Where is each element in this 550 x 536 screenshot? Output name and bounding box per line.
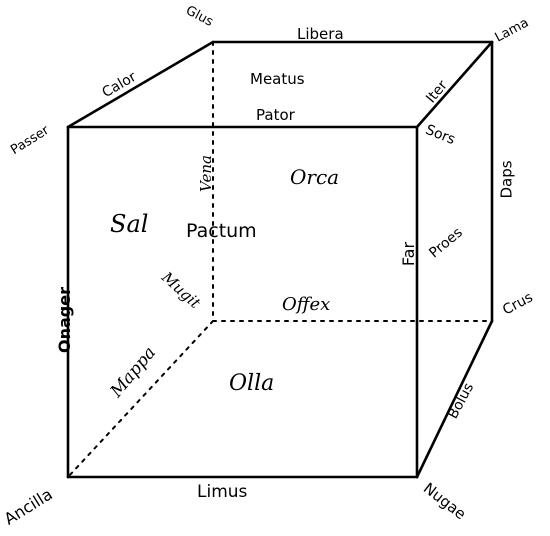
edge-label-vena: Vena — [196, 155, 215, 192]
edge-label-onager: Onager — [54, 287, 74, 353]
edge-label-offex: Offex — [282, 294, 331, 315]
face-label-pactum: Pactum — [186, 220, 257, 242]
edge-top-left — [66, 40, 215, 129]
edge-hidden-diagonal — [67, 320, 214, 478]
edge-label-far: Far — [399, 241, 419, 267]
edge-top-right — [415, 40, 494, 129]
face-label-orca: Orca — [290, 165, 340, 189]
face-label-sal: Sal — [110, 210, 149, 238]
edge-label-libera: Libera — [297, 25, 344, 43]
edge-bottom-right — [415, 319, 494, 479]
edge-label-limus: Limus — [197, 482, 248, 502]
face-label-meatus: Meatus — [250, 70, 305, 88]
edge-label-pator: Pator — [256, 106, 295, 124]
face-label-olla: Olla — [229, 371, 275, 396]
edge-label-daps: Daps — [497, 160, 516, 199]
